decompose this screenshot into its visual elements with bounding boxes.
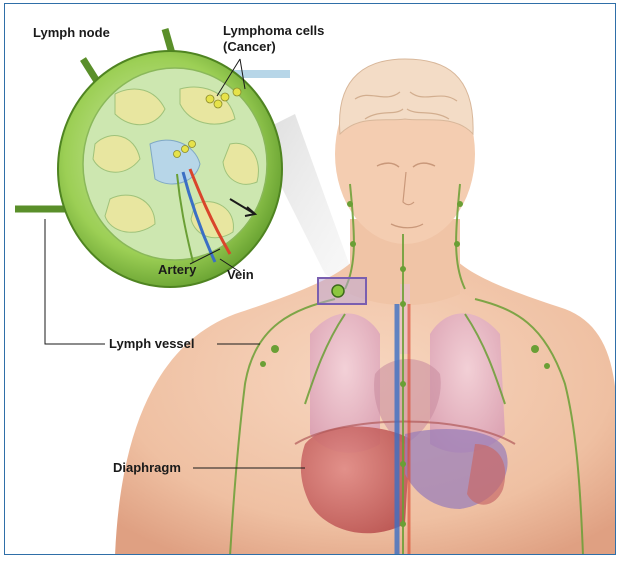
- cancer-cell: [221, 93, 229, 101]
- lymph-node-dot: [350, 241, 356, 247]
- lymph-node-dot: [400, 266, 406, 272]
- lymph-node-dot: [400, 381, 406, 387]
- lymph-node-dot: [400, 521, 406, 527]
- label-vein: Vein: [227, 268, 254, 282]
- lymph-node-dot: [531, 345, 539, 353]
- highlight-node: [332, 285, 344, 297]
- lymph-node-cross-section: [15, 29, 290, 287]
- cancer-cell: [189, 141, 196, 148]
- label-lymphoma-cells-line1: Lymphoma cells: [223, 24, 324, 38]
- label-lymphoma-cells-line2: (Cancer): [223, 40, 276, 54]
- lymph-node-dot: [454, 241, 460, 247]
- cancer-cell: [233, 88, 241, 96]
- cancer-cell: [206, 95, 214, 103]
- label-artery: Artery: [158, 263, 196, 277]
- label-lymph-vessel: Lymph vessel: [109, 337, 195, 351]
- lymph-node-dot: [400, 461, 406, 467]
- lymph-node-dot: [544, 363, 550, 369]
- cancer-cell: [174, 151, 181, 158]
- lymph-node-dot: [400, 301, 406, 307]
- lymph-node-dot: [347, 201, 353, 207]
- cancer-cell: [214, 100, 222, 108]
- lymph-node-dot: [271, 345, 279, 353]
- label-lymph-node: Lymph node: [33, 26, 110, 40]
- cancer-cell: [182, 146, 189, 153]
- lymph-node-dot: [260, 361, 266, 367]
- label-diaphragm: Diaphragm: [113, 461, 181, 475]
- lymph-node-dot: [457, 201, 463, 207]
- illustration-frame: Lymph node Lymphoma cells (Cancer) Arter…: [4, 3, 616, 555]
- lymphatic-system-illustration: [5, 4, 616, 555]
